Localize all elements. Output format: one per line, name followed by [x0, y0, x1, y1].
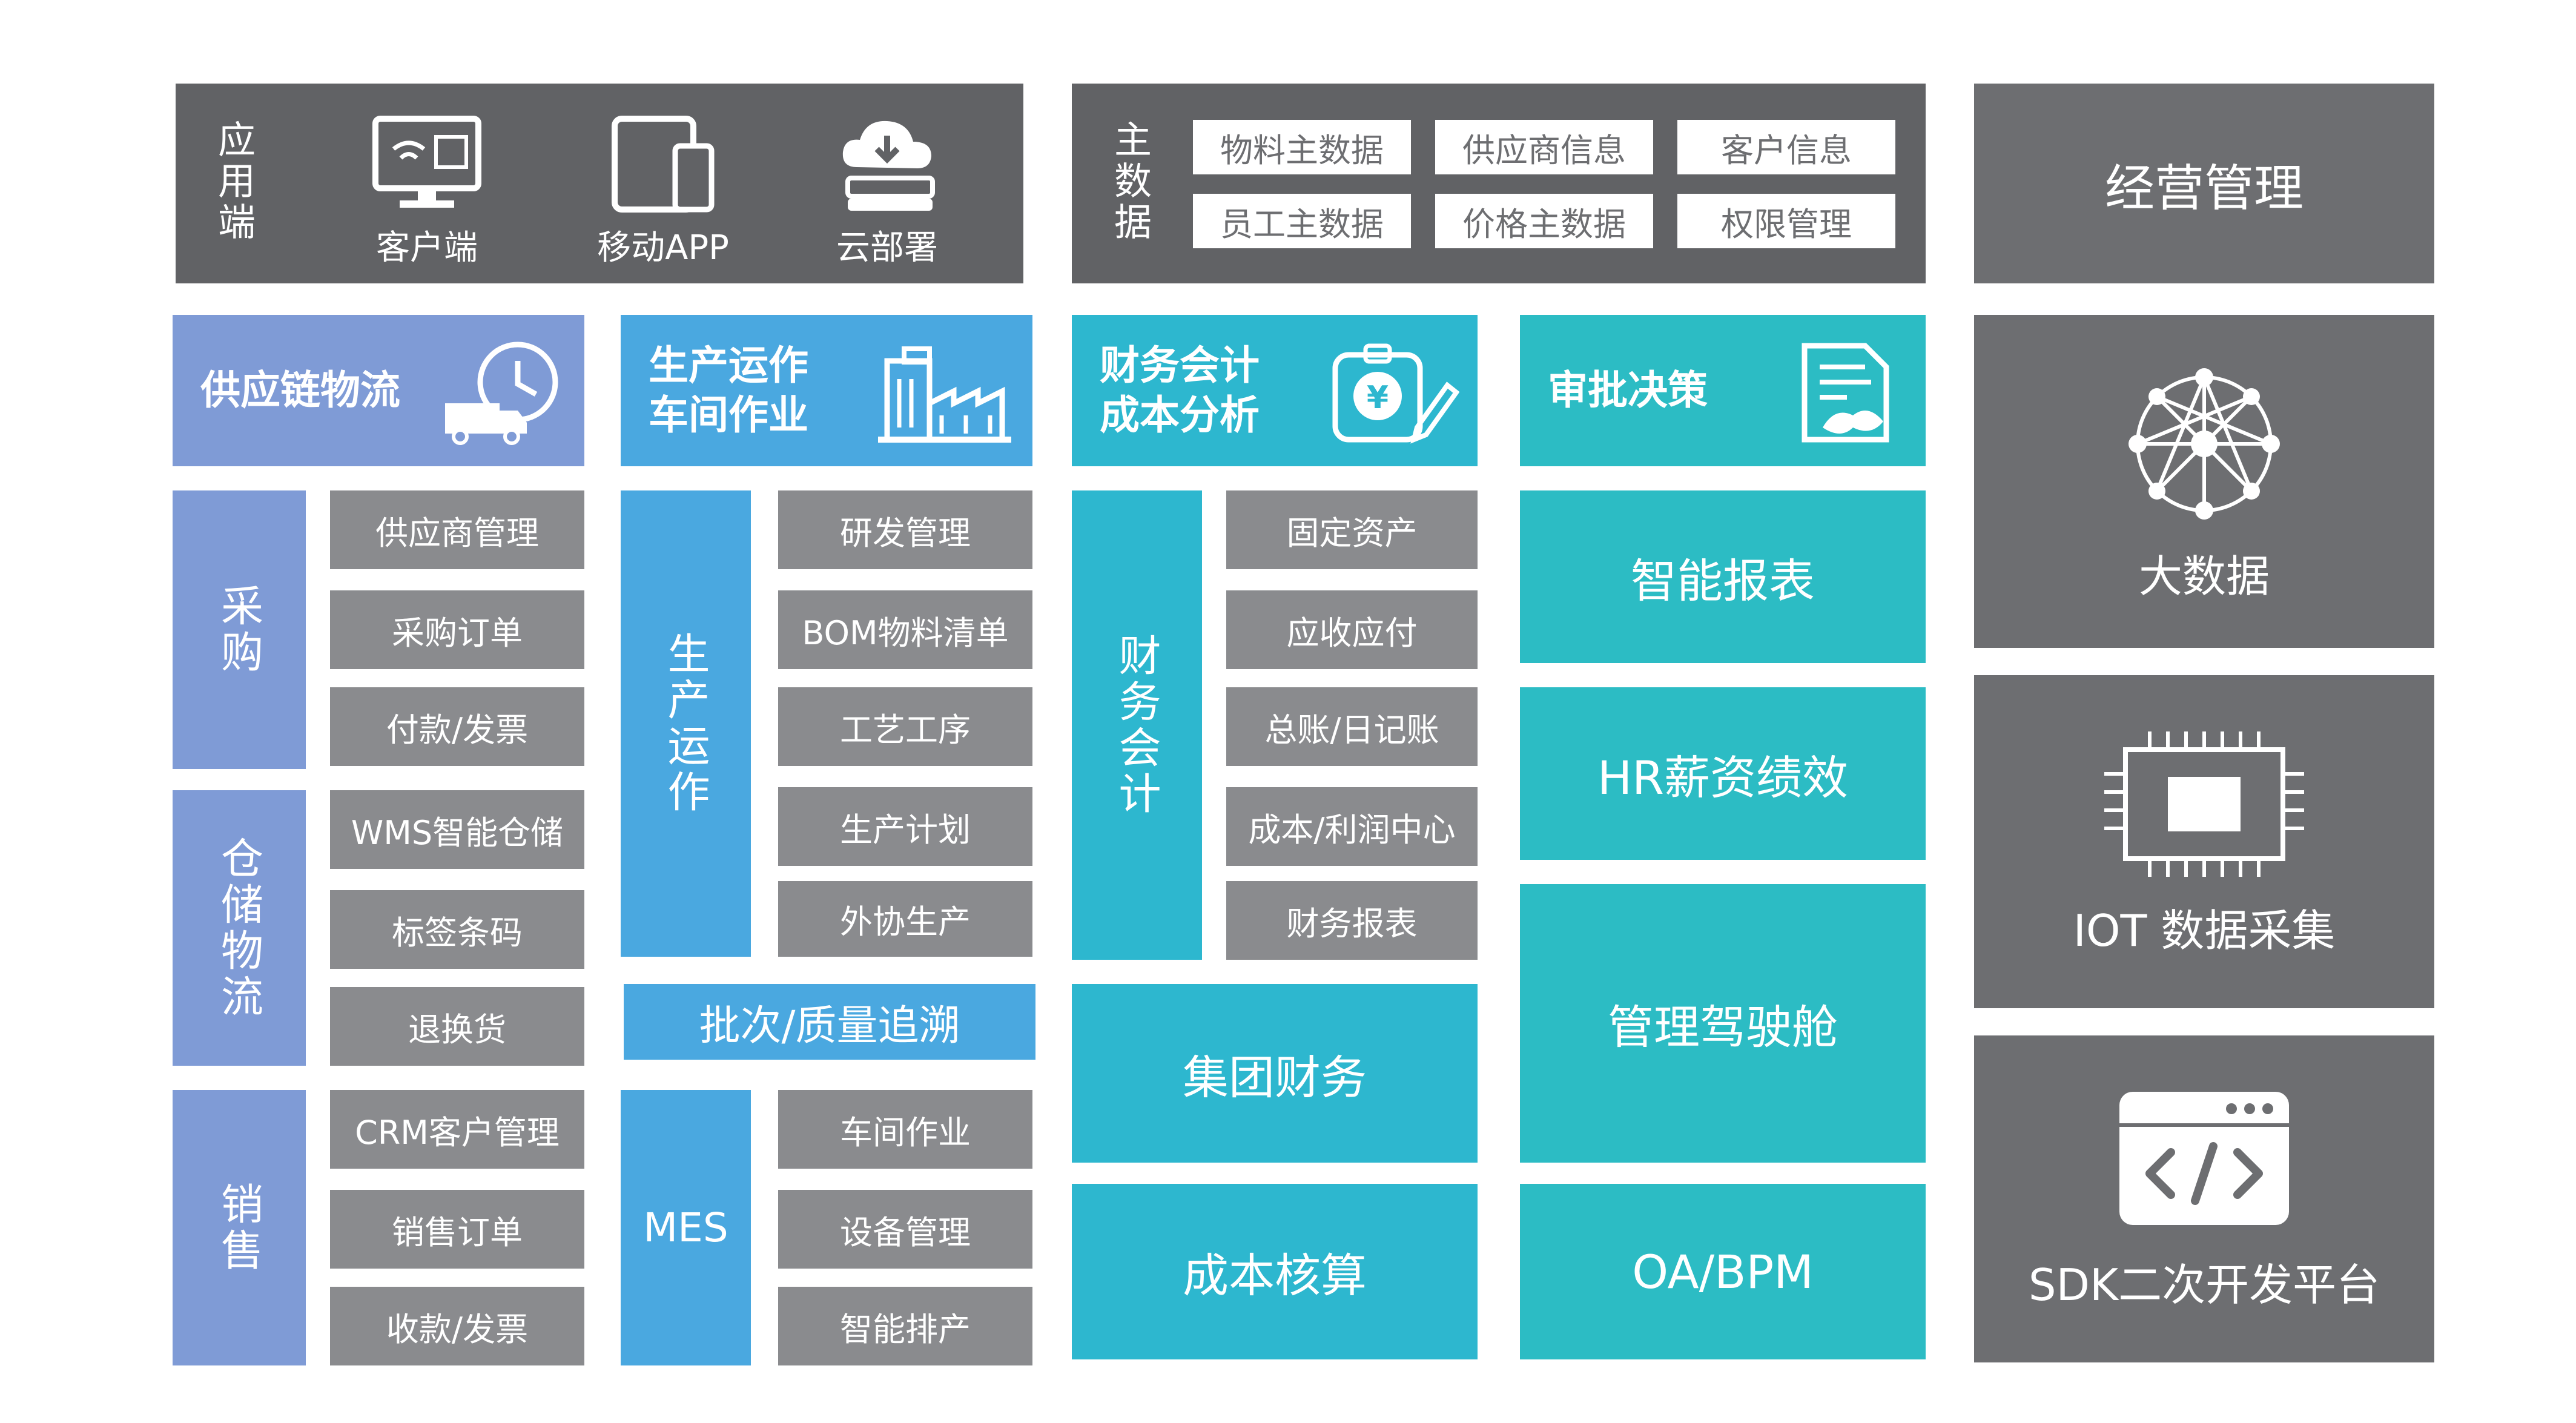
sdk-platform-box[interactable]: SDK二次开发平台 — [1974, 1035, 2434, 1362]
group-mes[interactable]: MES — [621, 1090, 751, 1365]
svg-text:¥: ¥ — [1367, 380, 1389, 416]
big-data-box[interactable]: 大数据 — [1974, 315, 2434, 648]
list-item[interactable]: 外协生产 — [778, 881, 1032, 957]
list-item[interactable]: 退换货 — [330, 987, 584, 1066]
iot-label: IOT 数据采集 — [2073, 905, 2336, 956]
group-warehouse-logistics[interactable]: 仓储物流 — [173, 790, 306, 1066]
master-tag[interactable]: 供应商信息 — [1435, 120, 1653, 174]
master-tag[interactable]: 客户信息 — [1677, 120, 1895, 174]
list-item[interactable]: 收款/发票 — [330, 1287, 584, 1365]
list-item[interactable]: CRM客户管理 — [330, 1090, 584, 1169]
finance-header[interactable]: 财务会计 成本分析 ¥ — [1072, 315, 1478, 466]
group-finance-box[interactable]: 集团财务 — [1072, 984, 1478, 1163]
master-tag[interactable]: 员工主数据 — [1193, 194, 1411, 248]
list-item[interactable]: 生产计划 — [778, 787, 1032, 866]
group-production[interactable]: 生产运作 — [621, 490, 751, 957]
app-item-label: 移动APP — [597, 228, 729, 268]
master-data-panel — [1072, 84, 1926, 283]
production-header[interactable]: 生产运作 车间作业 — [621, 315, 1032, 466]
chip-icon — [2089, 725, 2319, 883]
group-procurement[interactable]: 采购 — [173, 490, 306, 769]
app-item-mobile[interactable]: 移动APP — [569, 109, 757, 272]
list-item[interactable]: 智能排产 — [778, 1287, 1032, 1365]
cost-accounting-box[interactable]: 成本核算 — [1072, 1184, 1478, 1359]
approval-title: 审批决策 — [1548, 366, 1708, 414]
network-sphere-icon — [2113, 359, 2295, 529]
list-item[interactable]: 成本/利润中心 — [1226, 787, 1478, 866]
app-endpoint-label: 应用端 — [211, 120, 256, 243]
factory-icon — [875, 337, 1014, 446]
truck-clock-icon — [439, 337, 566, 446]
app-item-label: 云部署 — [836, 228, 938, 268]
sdk-label: SDK二次开发平台 — [2028, 1259, 2380, 1310]
master-data-label: 主数据 — [1108, 120, 1152, 243]
master-tag[interactable]: 价格主数据 — [1435, 194, 1653, 248]
list-item[interactable]: 应收应付 — [1226, 590, 1478, 669]
approval-doc-icon — [1786, 337, 1907, 446]
iot-collection-box[interactable]: IOT 数据采集 — [1974, 675, 2434, 1008]
operations-management-box[interactable]: 经营管理 — [1974, 84, 2434, 283]
money-badge-icon: ¥ — [1326, 337, 1459, 446]
list-item[interactable]: 设备管理 — [778, 1190, 1032, 1269]
list-item[interactable]: 财务报表 — [1226, 881, 1478, 960]
list-item[interactable]: 销售订单 — [330, 1190, 584, 1269]
group-accounting[interactable]: 财务会计 — [1072, 490, 1202, 960]
list-item[interactable]: 总账/日记账 — [1226, 687, 1478, 766]
big-data-label: 大数据 — [2138, 550, 2270, 602]
list-item[interactable]: 研发管理 — [778, 490, 1032, 569]
app-item-client[interactable]: 客户端 — [345, 109, 509, 272]
approval-header[interactable]: 审批决策 — [1520, 315, 1926, 466]
supply-chain-header[interactable]: 供应链物流 — [173, 315, 584, 466]
code-window-icon — [2113, 1086, 2295, 1231]
master-tag[interactable]: 物料主数据 — [1193, 120, 1411, 174]
list-item[interactable]: 采购订单 — [330, 590, 584, 669]
list-item[interactable]: 供应商管理 — [330, 490, 584, 569]
list-item[interactable]: 付款/发票 — [330, 687, 584, 766]
app-item-cloud[interactable]: 云部署 — [805, 109, 969, 272]
list-item[interactable]: WMS智能仓储 — [330, 790, 584, 869]
management-cockpit-box[interactable]: 管理驾驶舱 — [1520, 884, 1926, 1163]
mobile-icon — [606, 113, 721, 216]
app-item-label: 客户端 — [376, 228, 478, 268]
group-sales[interactable]: 销售 — [173, 1090, 306, 1365]
batch-quality-trace-banner[interactable]: 批次/质量追溯 — [624, 984, 1035, 1060]
finance-title: 财务会计 成本分析 — [1100, 342, 1260, 439]
oa-bpm-box[interactable]: OA/BPM — [1520, 1184, 1926, 1359]
app-endpoint-panel — [176, 84, 1023, 283]
list-item[interactable]: 车间作业 — [778, 1090, 1032, 1169]
list-item[interactable]: 固定资产 — [1226, 490, 1478, 569]
supply-chain-title: 供应链物流 — [200, 366, 400, 414]
list-item[interactable]: BOM物料清单 — [778, 590, 1032, 669]
smart-report-box[interactable]: 智能报表 — [1520, 490, 1926, 663]
desktop-icon — [369, 113, 484, 216]
production-title: 生产运作 车间作业 — [649, 342, 808, 439]
list-item[interactable]: 标签条码 — [330, 890, 584, 969]
hr-payroll-box[interactable]: HR薪资绩效 — [1520, 687, 1926, 860]
master-tag[interactable]: 权限管理 — [1677, 194, 1895, 248]
list-item[interactable]: 工艺工序 — [778, 687, 1032, 766]
cloud-server-icon — [830, 113, 945, 216]
